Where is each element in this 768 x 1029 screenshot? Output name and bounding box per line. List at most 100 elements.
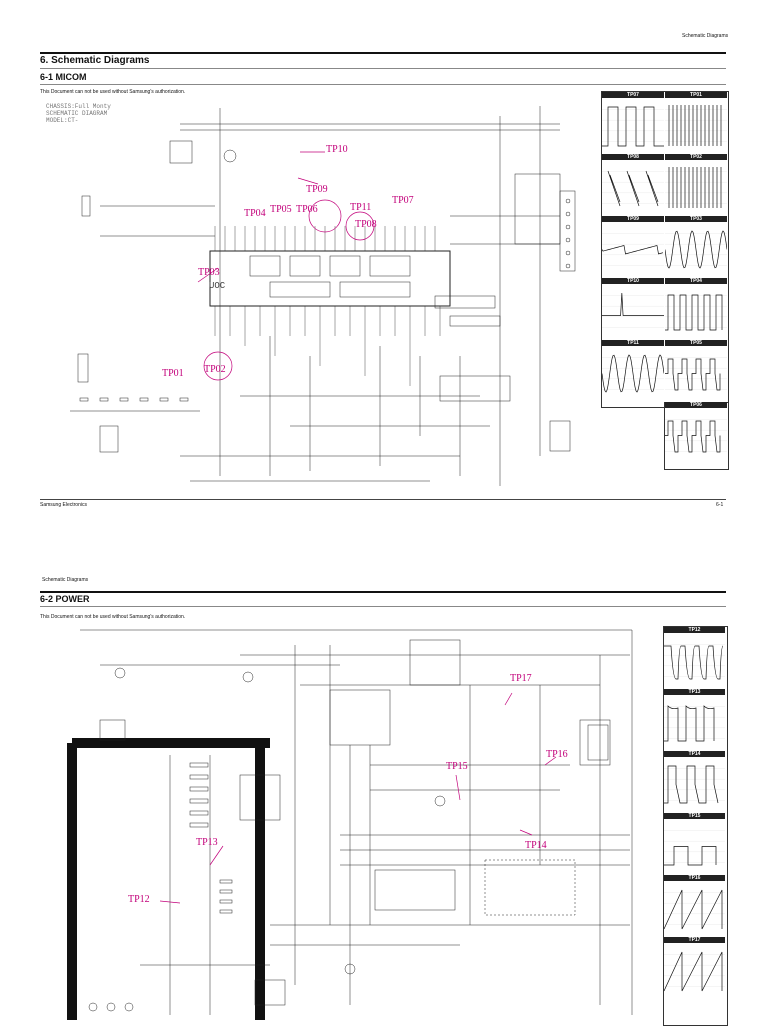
waveform-label: TP07 (602, 92, 664, 98)
tp-label-tp15: TP15 (446, 761, 468, 772)
waveform-label: TP05 (665, 340, 727, 346)
waveform-line (664, 705, 715, 742)
waveform-line (664, 951, 723, 992)
page1-section-rule (40, 68, 726, 69)
chassis-line: SCHEMATIC DIAGRAM (46, 110, 108, 117)
power-schematic (40, 625, 636, 1024)
tp-label-tp14: TP14 (525, 840, 547, 851)
chassis-info: CHASSIS:Full Monty SCHEMATIC DIAGRAM MOD… (46, 103, 111, 124)
waveform-line (664, 645, 724, 680)
page2-header-left: Schematic Diagrams (42, 577, 89, 583)
waveform-cell-tp06: TP06 (665, 402, 727, 462)
page2-subsection-rule (40, 606, 726, 607)
power-schematic-drawing (67, 629, 633, 1020)
tp-label-tp17: TP17 (510, 673, 532, 684)
waveform-label: TP06 (665, 402, 727, 408)
waveform-label: TP17 (664, 937, 725, 943)
waveform-line (602, 292, 664, 316)
waveform-line (602, 106, 664, 147)
tp-label-tp13: TP13 (196, 837, 218, 848)
waveform-trace (664, 705, 725, 742)
tp-label-tp03: TP03 (198, 267, 220, 278)
waveform-label: TP10 (602, 278, 664, 284)
tp-label-tp06: TP06 (296, 204, 318, 215)
page1-subsection-rule (40, 84, 726, 85)
waveform-cell-tp10: TP10 (602, 278, 664, 338)
page1-section-title: 6. Schematic Diagrams (40, 55, 150, 66)
waveform-trace (602, 292, 664, 328)
waveform-trace (664, 765, 725, 804)
waveform-cell-tp12: TP12 (664, 627, 725, 687)
page1-footer-rule (40, 499, 726, 500)
waveform-label: TP16 (664, 875, 725, 881)
tp-label-tp09: TP09 (306, 184, 328, 195)
waveform-trace (664, 830, 725, 866)
waveform-trace (665, 167, 727, 208)
waveform-label: TP09 (602, 216, 664, 222)
micom-schematic (40, 96, 598, 496)
page2-top-rule (40, 591, 726, 593)
waveform-cell-tp07: TP07 (602, 92, 664, 152)
waveform-line (668, 167, 722, 208)
micom-waveform-panel (601, 91, 729, 408)
waveform-trace (602, 233, 664, 266)
waveform-label: TP12 (664, 627, 725, 633)
waveform-line (607, 170, 659, 207)
waveform-cell-tp03: TP03 (665, 216, 727, 276)
waveform-trace (664, 951, 725, 992)
page2-notice: This Document can not be used without Sa… (40, 614, 186, 620)
page1-footer-left: Samsung Electronics (40, 502, 87, 508)
page2-subsection-title: 6-2 POWER (40, 594, 90, 604)
waveform-cell-tp13: TP13 (664, 689, 725, 749)
waveform-label: TP13 (664, 689, 725, 695)
waveform-trace (602, 170, 664, 207)
tp-label-tp10: TP10 (326, 144, 348, 155)
chassis-line: MODEL:CT- (46, 117, 79, 124)
waveform-label: TP14 (664, 751, 725, 757)
tp-label-tp08: TP08 (355, 219, 377, 230)
waveform-cell-tp05: TP05 (665, 340, 727, 400)
waveform-cell-tp11: TP11 (602, 340, 664, 400)
tp-label-tp12: TP12 (128, 894, 150, 905)
waveform-trace (602, 106, 664, 147)
waveform-line (665, 294, 723, 331)
tp-label-tp16: TP16 (546, 749, 568, 760)
waveform-trace (665, 419, 727, 453)
tp-label-tp07: TP07 (392, 195, 414, 206)
waveform-cell-tp17: TP17 (664, 937, 725, 997)
waveform-label: TP02 (665, 154, 727, 160)
waveform-trace (665, 105, 727, 146)
waveform-cell-tp04: TP04 (665, 278, 727, 338)
waveform-trace (602, 354, 664, 393)
tp-label-tp04: TP04 (244, 208, 266, 219)
micom-waveform-panel-extra (664, 402, 729, 470)
waveform-trace (665, 294, 727, 331)
chassis-line: CHASSIS:Full Monty (46, 103, 111, 110)
tp-label-tp01: TP01 (162, 368, 184, 379)
waveform-label: TP15 (664, 813, 725, 819)
waveform-trace (665, 230, 727, 269)
waveform-cell-tp16: TP16 (664, 875, 725, 935)
waveform-line (668, 105, 722, 146)
waveform-line (665, 420, 721, 453)
waveform-cell-tp01: TP01 (665, 92, 727, 152)
micom-schematic-drawing (70, 106, 576, 486)
waveform-cell-tp08: TP08 (602, 154, 664, 214)
waveform-line (602, 245, 664, 255)
waveform-label: TP08 (602, 154, 664, 160)
waveform-line (602, 354, 664, 393)
tp-label-tp02: TP02 (204, 364, 226, 375)
waveform-line (665, 230, 727, 269)
page1-subsection-title: 6-1 MICOM (40, 72, 87, 82)
waveform-trace (664, 644, 725, 680)
page1-top-rule (40, 52, 726, 54)
waveform-label: TP03 (665, 216, 727, 222)
tp-label-tp05: TP05 (270, 204, 292, 215)
waveform-line (665, 358, 721, 391)
waveform-label: TP11 (602, 340, 664, 346)
waveform-line (664, 889, 723, 930)
page1-header-right: Schematic Diagrams (682, 33, 729, 39)
waveform-trace (664, 889, 725, 930)
page1-notice: This Document can not be used without Sa… (40, 89, 186, 95)
page1-footer-right: 6-1 (716, 502, 724, 508)
